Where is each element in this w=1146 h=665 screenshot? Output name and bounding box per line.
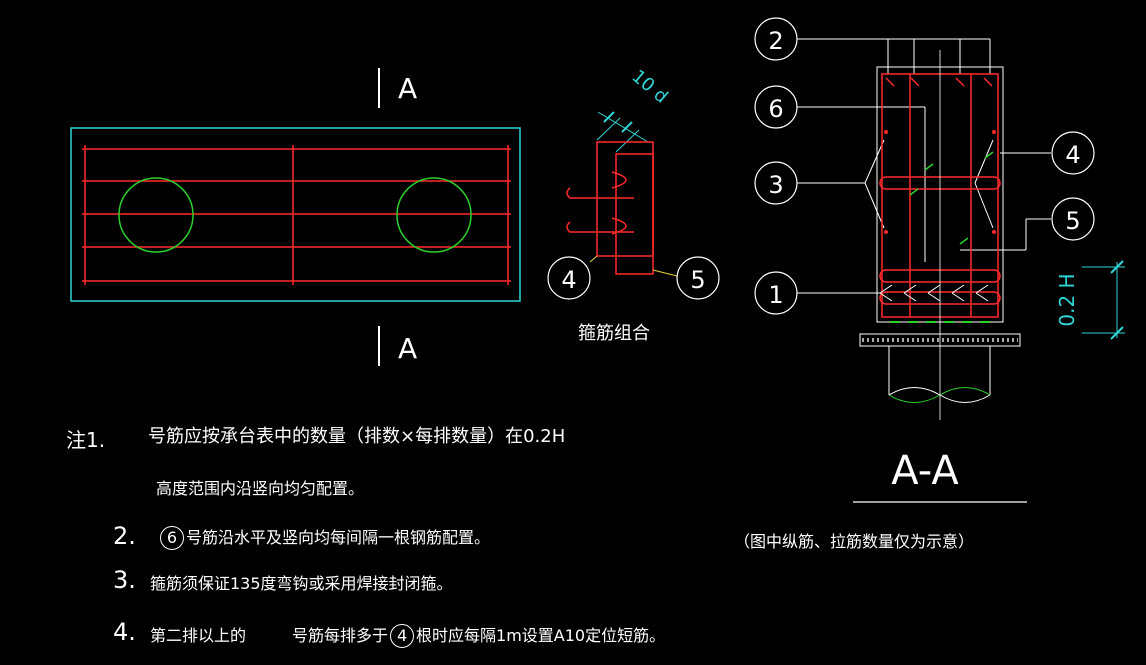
- callout-label-5: 5: [690, 266, 705, 294]
- callout-label-1: 1: [768, 281, 783, 309]
- section-a-a: 0.2 H 2 6 3 1 4 5 A-A: [754, 17, 1125, 503]
- leader-3-fan: [864, 182, 885, 229]
- pile-cap-outline: [70, 127, 521, 302]
- leader-4-fan: [974, 139, 994, 184]
- callout-circle-3: [754, 161, 798, 205]
- callout-leader: [652, 269, 678, 277]
- callout-label-2: 2: [768, 27, 783, 55]
- plan-view: A A: [70, 68, 521, 366]
- side-bar-dot: [884, 230, 888, 234]
- callout-circle-4: [547, 256, 591, 300]
- stirrup-mark: [959, 237, 969, 245]
- top-bar-hook: [955, 77, 965, 87]
- callout-circle-6: [754, 85, 798, 129]
- note-4-text-c: 根时应每隔1m设置A10定位短筋。: [416, 626, 666, 645]
- stirrup-hook: [611, 171, 627, 189]
- note-2-number: 2.: [113, 522, 136, 550]
- top-bar-hook: [910, 77, 920, 87]
- callout-circle-4b: [1051, 131, 1095, 175]
- note-4-text-b: 号筋每排多于: [292, 626, 389, 645]
- note-2-circle: 6: [160, 526, 184, 550]
- callout-circle-5: [676, 256, 720, 300]
- callout-leader: [589, 255, 598, 263]
- stirrup-hook: [566, 221, 634, 233]
- dim-label: 0.2 H: [1055, 273, 1079, 326]
- side-bar-dot: [992, 130, 996, 134]
- pile-left: [118, 177, 194, 253]
- stirrup-hook: [611, 217, 627, 235]
- stirrup-mark: [924, 163, 934, 171]
- callout-label-5b: 5: [1065, 207, 1080, 235]
- stirrup-dim-tick: [621, 121, 633, 133]
- top-bar-hook: [983, 77, 993, 87]
- note-1-line-1: 号筋应按承台表中的数量（排数×每排数量）在0.2H: [148, 426, 566, 447]
- callout-circle-2: [754, 17, 798, 61]
- callout-label-4b: 4: [1065, 141, 1080, 169]
- dim-tick: [1110, 260, 1124, 274]
- stirrup-dim-ext: [615, 129, 640, 153]
- dim-tick: [1110, 326, 1124, 340]
- stirrup-hook: [566, 187, 634, 199]
- pile-right: [396, 177, 472, 253]
- leader-3-fan: [864, 139, 885, 184]
- bottom-bar-arrows: [879, 284, 989, 302]
- stirrup-caption: 箍筋组合: [578, 323, 650, 344]
- callout-circle-1: [754, 271, 798, 315]
- section-mark-top: A: [398, 72, 417, 105]
- stirrup-dim-ext: [596, 117, 621, 141]
- callout-circle-5b: [1051, 197, 1095, 241]
- section-mark-bottom: A: [398, 332, 417, 365]
- stirrup-mark: [984, 151, 994, 159]
- note-4-circle: 4: [390, 624, 415, 648]
- note-1-line-2: 高度范围内沿竖向均匀配置。: [156, 479, 365, 498]
- note-4-number: 4.: [113, 618, 136, 646]
- callout-label-4: 4: [561, 266, 576, 294]
- side-bar-dot: [992, 230, 996, 234]
- note-2-text: 号筋沿水平及竖向均每间隔一根钢筋配置。: [186, 528, 491, 547]
- callout-label-6: 6: [768, 95, 783, 123]
- side-bar-dot: [884, 130, 888, 134]
- leader-4-fan: [974, 182, 994, 229]
- notes-prefix: 注1.: [66, 428, 106, 452]
- top-bar-hook: [885, 77, 895, 87]
- callout-label-3: 3: [768, 171, 783, 199]
- stirrup-inner: [615, 153, 654, 275]
- section-note: （图中纵筋、拉筋数量仅为示意）: [734, 532, 975, 551]
- section-title: A-A: [891, 448, 959, 494]
- note-3-number: 3.: [113, 566, 136, 594]
- note-3-text: 箍筋须保证135度弯钩或采用焊接封闭箍。: [150, 574, 453, 593]
- stirrup-dim-line: [597, 111, 649, 143]
- note-4-text-a: 第二排以上的: [150, 626, 247, 645]
- stirrup-dim-tick: [603, 111, 615, 123]
- stirrup-mark: [909, 188, 919, 196]
